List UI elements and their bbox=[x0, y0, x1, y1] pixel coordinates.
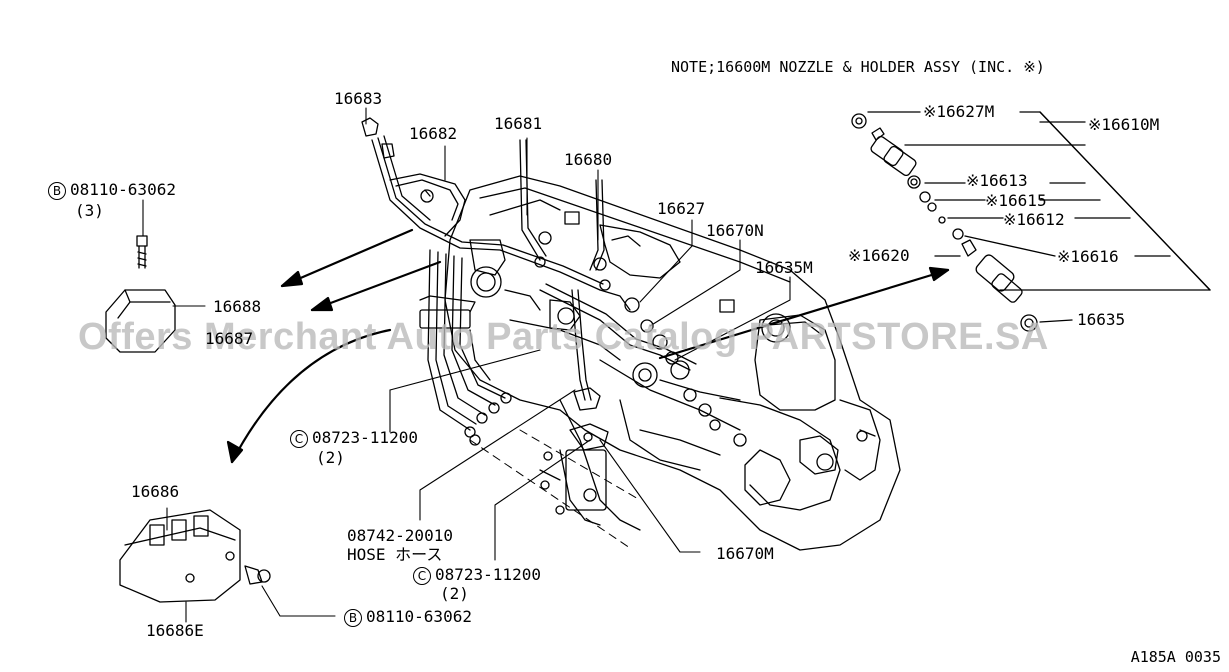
label-16670n[interactable]: 16670N bbox=[706, 221, 764, 240]
label-16613[interactable]: ※16613 bbox=[966, 171, 1028, 190]
bolt-top-code: 08110-63062 bbox=[70, 180, 176, 199]
clamp-symbol-c: C bbox=[413, 567, 431, 585]
label-16670m[interactable]: 16670M bbox=[716, 544, 774, 563]
watermark-text: Offers Merchant Auto Parts Catalog PARTS… bbox=[78, 316, 1049, 358]
label-hose-code[interactable]: 08742-20010 bbox=[347, 526, 453, 545]
label-16627[interactable]: 16627 bbox=[657, 199, 706, 218]
label-16683[interactable]: 16683 bbox=[334, 89, 383, 108]
bolt-symbol-b: B bbox=[344, 609, 362, 627]
label-16680[interactable]: 16680 bbox=[564, 150, 613, 169]
injection-pipes bbox=[361, 117, 697, 451]
label-16686e[interactable]: 16686E bbox=[146, 621, 204, 640]
assembly-note: NOTE;16600M NOZZLE & HOLDER ASSY (INC. ※… bbox=[671, 58, 1045, 76]
label-clamp-c2-qty: (2) bbox=[440, 584, 469, 603]
clamp-c2-code: 08723-11200 bbox=[435, 565, 541, 584]
label-clamp-c1-qty: (2) bbox=[316, 448, 345, 467]
label-16627m[interactable]: ※16627M bbox=[923, 102, 995, 121]
engine-block bbox=[444, 175, 901, 551]
label-16635[interactable]: 16635 bbox=[1077, 310, 1126, 329]
bolt-bottom-code: 08110-63062 bbox=[366, 607, 472, 626]
label-16615[interactable]: ※16615 bbox=[985, 191, 1047, 210]
label-16610m[interactable]: ※16610M bbox=[1088, 115, 1160, 134]
label-16687[interactable]: 16687 bbox=[205, 329, 254, 348]
clamp-symbol-c: C bbox=[290, 430, 308, 448]
label-16620[interactable]: ※16620 bbox=[848, 246, 910, 265]
diagram-code: A185A 0035 bbox=[1130, 648, 1221, 666]
label-16682[interactable]: 16682 bbox=[409, 124, 458, 143]
label-bolt-top-qty: (3) bbox=[75, 201, 104, 220]
clamp-c1-code: 08723-11200 bbox=[312, 428, 418, 447]
label-16681[interactable]: 16681 bbox=[494, 114, 543, 133]
bolt-symbol-b: B bbox=[48, 182, 66, 200]
label-hose-desc: HOSE ホース bbox=[347, 545, 443, 564]
leader-lines bbox=[142, 107, 791, 623]
label-16612[interactable]: ※16612 bbox=[1003, 210, 1065, 229]
label-16688[interactable]: 16688 bbox=[213, 297, 262, 316]
label-16686[interactable]: 16686 bbox=[131, 482, 180, 501]
nozzle-holder-assembly bbox=[851, 111, 1211, 332]
dashed-projection bbox=[469, 429, 641, 549]
label-16635m[interactable]: 16635M bbox=[755, 258, 813, 277]
label-16616[interactable]: ※16616 bbox=[1057, 247, 1119, 266]
pipe-clamps bbox=[105, 235, 271, 603]
